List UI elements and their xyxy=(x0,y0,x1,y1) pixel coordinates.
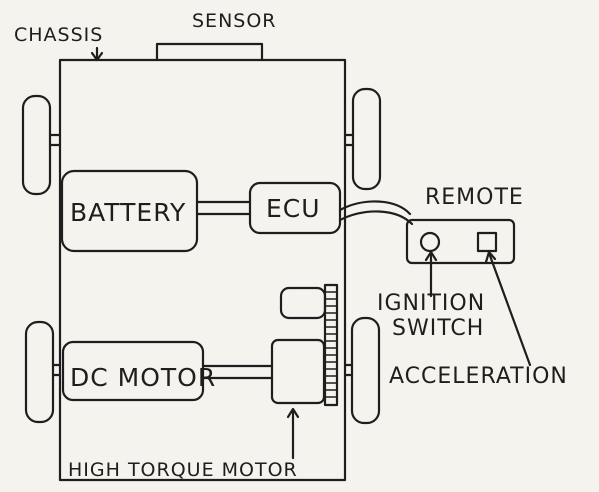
remote-label: REMOTE xyxy=(425,185,524,210)
axle-rear-left xyxy=(51,363,62,377)
axle-rear-right xyxy=(343,363,354,377)
high-torque-motor-label: HIGH TORQUE MOTOR xyxy=(68,459,298,481)
gear-rack xyxy=(323,283,339,407)
acceleration-label: ACCELERATION xyxy=(389,364,568,389)
ignition-pointer-head xyxy=(424,250,438,262)
dc-motor-box xyxy=(61,340,205,402)
wheel-rear-right xyxy=(350,316,381,425)
sensor-box xyxy=(155,42,264,62)
wheel-front-right xyxy=(351,87,382,191)
battery-box xyxy=(60,169,199,253)
ecu-remote-cable-bottom xyxy=(338,210,414,226)
high-torque-pointer-head xyxy=(286,407,300,419)
axle-front-right xyxy=(343,133,355,147)
battery-ecu-wires xyxy=(195,200,252,216)
chassis-pointer-head xyxy=(90,51,104,62)
switch-label: SWITCH xyxy=(392,316,485,341)
acceleration-pointer-head xyxy=(484,250,497,264)
dc-motor-label: DC MOTOR xyxy=(70,363,217,392)
remote-box xyxy=(405,218,516,265)
ecu-box xyxy=(248,181,342,235)
gear-teeth xyxy=(324,291,338,398)
ecu-remote-cable-top xyxy=(338,200,412,216)
dc-motor-shaft xyxy=(201,364,274,380)
chassis-label: CHASSIS xyxy=(14,24,104,46)
ignition-button xyxy=(419,231,441,253)
wheel-rear-left xyxy=(24,320,55,424)
battery-label: BATTERY xyxy=(70,198,187,227)
ignition-label: IGNITION xyxy=(377,291,486,316)
acceleration-pointer xyxy=(487,251,532,367)
chassis-frame xyxy=(58,58,347,482)
axle-front-left xyxy=(48,133,62,147)
ecu-label: ECU xyxy=(266,194,321,223)
acceleration-button xyxy=(476,231,498,253)
sensor-label: SENSOR xyxy=(192,10,277,32)
